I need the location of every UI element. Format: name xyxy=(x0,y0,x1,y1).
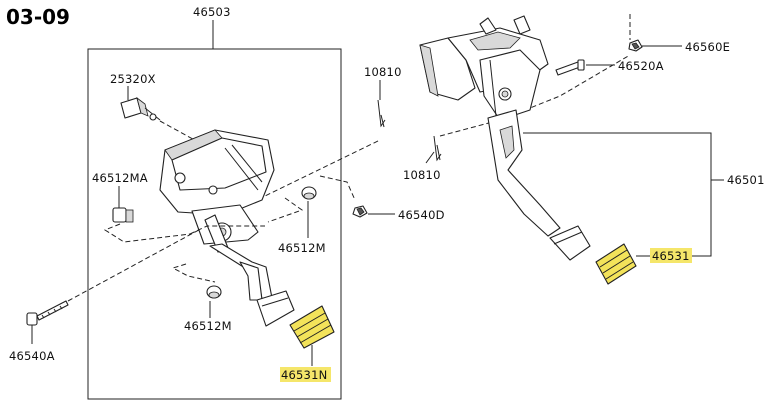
label-46512m-bottom[interactable]: 46512M xyxy=(184,319,232,333)
stopper-46512m-right xyxy=(301,186,317,200)
clevis-pin-10810-top xyxy=(377,99,386,128)
pedal-arm-left xyxy=(209,243,295,327)
label-46531[interactable]: 46531 xyxy=(652,249,690,263)
label-10810-top[interactable]: 10810 xyxy=(364,65,402,79)
label-46540a[interactable]: 46540A xyxy=(9,349,55,363)
label-25320x[interactable]: 25320X xyxy=(110,72,156,86)
label-46501[interactable]: 46501 xyxy=(727,173,765,187)
sensor-25320x xyxy=(120,96,161,121)
assembly-frame-46503 xyxy=(87,48,342,400)
bolt-46520a xyxy=(555,59,585,76)
label-46540d[interactable]: 46540D xyxy=(398,208,445,222)
stopper-46512m-bottom xyxy=(206,285,222,299)
label-46531n[interactable]: 46531N xyxy=(281,368,327,382)
nut-46540d xyxy=(352,205,368,218)
label-46520a[interactable]: 46520A xyxy=(618,59,664,73)
pedal-pad-46531n xyxy=(289,305,335,349)
bracket-right xyxy=(419,15,549,121)
pedal-pad-46531 xyxy=(595,243,637,285)
label-46512m-right[interactable]: 46512M xyxy=(278,241,326,255)
label-10810-bottom[interactable]: 10810 xyxy=(403,168,441,182)
bracket-left xyxy=(159,129,275,253)
clevis-pin-10810-bottom xyxy=(433,135,442,162)
label-46512ma[interactable]: 46512MA xyxy=(92,171,148,185)
label-46560e[interactable]: 46560E xyxy=(685,40,730,54)
leader-46501 xyxy=(523,132,712,257)
pedal-arm-right xyxy=(487,109,591,261)
clip-46512ma xyxy=(112,207,134,223)
nut-46560e xyxy=(628,39,643,52)
label-46503[interactable]: 46503 xyxy=(193,5,231,19)
page-code: 03-09 xyxy=(6,5,70,29)
bolt-46540a xyxy=(26,300,69,326)
